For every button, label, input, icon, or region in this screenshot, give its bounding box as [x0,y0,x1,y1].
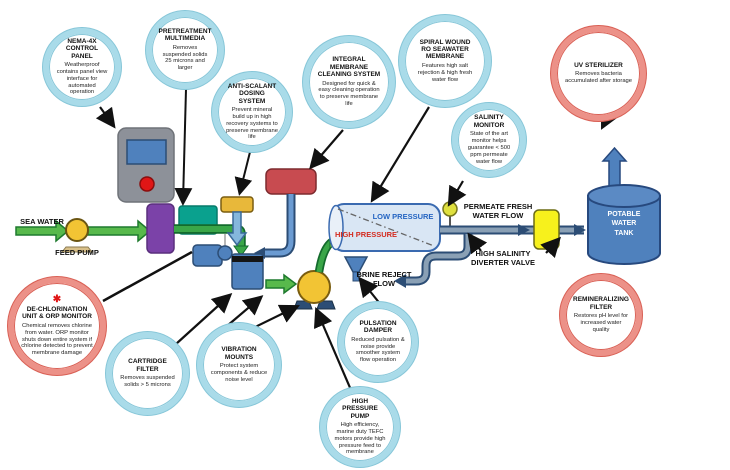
hp-pump-callout-arrow [313,306,353,391]
permeate-label: PERMEATE FRESH WATER FLOW [463,202,533,221]
feed-arrow [87,219,152,243]
callout-spiral-membrane: SPIRAL WOUND RO SEAWATER MEMBRANE Featur… [399,15,491,107]
callout-desc: State of the art monitor helps guarantee… [467,131,511,165]
low-pressure-label: LOW PRESSURE [372,212,434,221]
callout-title: HIGH PRESSURE PUMP [342,397,378,420]
cleaning-callout-arrow [309,129,344,170]
potable-tank-lid [587,184,661,208]
callout-desc: Removes suspended solids 25 microns and … [162,44,208,72]
callout-desc: Weatherproof contains panel view interfa… [56,62,108,96]
callout-desc: Designed for quick & easy cleaning opera… [318,80,380,108]
callout-nema-control-panel: NEMA-4X CONTROL PANEL Weatherproof conta… [43,28,121,106]
callout-title: CARTRIDGE FILTER [128,358,167,373]
callout-title: REMINERALIZING FILTER [573,296,629,311]
dosing-feed-arrow [226,211,248,247]
cleaning-pipe [263,194,294,256]
orp-monitor-knob [217,245,233,261]
high-pressure-pump-body [297,270,331,304]
callout-desc: Restores pH level for increased water qu… [573,313,629,333]
spiral-callout-arrow [370,106,430,203]
sea-water-label: SEA WATER [20,217,64,226]
callout-desc: Removes suspended solids > 5 microns [120,375,175,388]
callout-cartridge-filter: CARTRIDGE FILTER Removes suspended solid… [106,332,189,415]
potable-tank-body [587,195,661,265]
permeate-flow-arrow-1 [518,224,530,236]
callout-desc: Chemical removes chlorine from water. OR… [21,322,93,357]
callout-desc: Protect system components & reduce noise… [210,363,268,383]
cartridge-callout-arrow [175,293,233,345]
cleaning-pipe-outline [263,194,296,258]
brine-reject-label: BRINE REJECT FLOW [356,270,412,289]
potable-tank-label: POTABLE WATER TANK [607,211,641,237]
vibration-callout-arrow-1 [226,295,264,327]
callout-uv-sterilizer: UV STERILIZER Removes bacteria accumulat… [551,26,646,121]
antiscalant-callout-arrow [234,151,253,196]
callout-membrane-cleaning: INTEGRAL MEMBRANE CLEANING SYSTEM Design… [303,36,395,128]
tank-top-arrow [601,146,628,187]
callout-vibration-mounts: VIBRATION MOUNTS Protect system componen… [197,323,281,407]
diverter-valve-arrow [540,236,561,259]
callout-desc: Features high salt rejection & high fres… [417,62,473,83]
control-panel-screen [126,139,167,165]
feed-pump-body [65,218,89,242]
callout-high-pressure-pump: HIGH PRESSURE PUMP High efficiency, mari… [320,387,400,467]
diverter-valve-label: HIGH SALINITY DIVERTER VALVE [471,249,535,268]
callout-title: VIBRATION MOUNTS [221,346,257,361]
filter-to-pump-arrow [265,273,298,295]
pipe-down-arrow [233,245,249,257]
membrane-divider-dashes [337,208,435,247]
salinity-callout-arrow [447,180,467,207]
diverter-label-arrow [467,232,488,255]
nema-callout-arrow [95,106,116,129]
dechlorination-callout-line [102,250,193,303]
callout-desc: Reduced pulsation & noise provide smooth… [351,336,405,364]
cartridge-filter-band [232,256,263,262]
callout-desc: Removes bacteria accumulated after stora… [564,71,633,85]
callout-desc: Prevent mineral build up in high recover… [226,107,278,141]
pulsation-callout-arrow [358,276,382,306]
pretreatment-callout-arrow [174,88,193,206]
asterisk-badge: ✱ [52,293,62,305]
callout-title: PRETREATMENT MULTIMEDIA [158,27,212,43]
cleaning-system-tank [265,168,317,195]
callout-antiscalant-dosing: ANTI-SCALANT DOSING SYSTEM Prevent miner… [212,72,292,152]
callout-pulsation-damper: PULSATION DAMPER Reduced pulsation & noi… [338,302,418,382]
permeate-valve [442,201,458,217]
brine-flow-arrow [394,274,406,288]
feed-pump-label: FEED PUMP [55,248,99,257]
cartridge-filter-housing [231,253,264,290]
callout-title: INTEGRAL MEMBRANE CLEANING SYSTEM [317,56,381,79]
feed-pump-base [60,246,94,253]
callout-salinity-monitor: SALINITY MONITOR State of the art monito… [452,103,526,177]
callout-desc: High efficiency, marine duty TEFC motors… [334,422,386,456]
callout-title: ANTI-SCALANT DOSING SYSTEM [227,82,277,105]
seawater-inlet-arrow [15,219,70,243]
callout-title: DE-CHLORINATION UNIT & ORP MONITOR [22,305,92,321]
callout-title: UV STERILIZER [574,61,623,69]
callout-title: PULSATION DAMPER [359,319,397,335]
control-panel-button [139,176,155,192]
callout-dechlorination-orp: ✱ DE-CHLORINATION UNIT & ORP MONITOR Che… [8,277,106,375]
permeate-flow-arrow-2 [574,224,586,236]
callout-remineralizing-filter: REMINERALIZING FILTER Restores pH level … [560,274,642,356]
brine-pipe [404,234,471,284]
dechlorination-column [146,203,175,254]
orp-monitor-unit [192,244,223,267]
membrane-vessel-cap [328,204,344,251]
callout-pretreatment-multimedia: PRETREATMENT MULTIMEDIA Removes suspende… [146,11,224,89]
pulsation-damper-stem [352,271,360,282]
callout-title: SALINITY MONITOR [473,114,505,129]
high-pressure-label: HIGH PRESSURE [334,230,398,239]
callout-title: NEMA-4X CONTROL PANEL [65,37,99,60]
callout-title: SPIRAL WOUND RO SEAWATER MEMBRANE [419,38,471,61]
dosing-unit [220,196,254,213]
